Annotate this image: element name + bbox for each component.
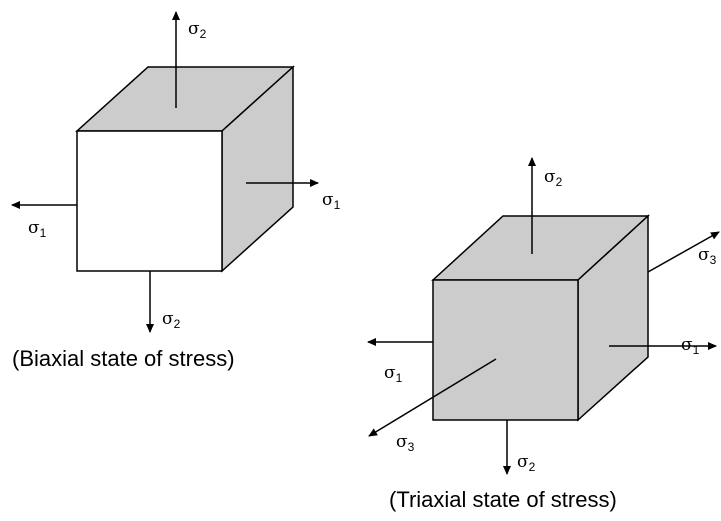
biaxial-sigma1-left-label: σ1 — [28, 218, 47, 240]
triaxial-sigma3-lower-left-arrow — [368, 358, 497, 437]
biaxial-sigma1-right-label: σ1 — [322, 190, 341, 212]
triaxial-sigma2-bottom-label: σ2 — [517, 452, 536, 474]
biaxial-sigma2-bottom-label: σ2 — [162, 309, 181, 331]
triaxial-cube-front-face — [432, 279, 579, 421]
biaxial-cube — [75, 65, 295, 273]
biaxial-sigma2-top-label: σ2 — [188, 19, 207, 41]
triaxial-caption: (Triaxial state of stress) — [389, 487, 617, 512]
triaxial-labels: σ2 σ3 σ1 σ1 σ3 σ2 — [384, 167, 717, 474]
biaxial-labels: σ2 σ1 σ1 σ2 — [28, 19, 341, 331]
biaxial-caption: (Biaxial state of stress) — [12, 346, 235, 371]
biaxial-arrows — [11, 11, 319, 333]
triaxial-cube — [431, 214, 650, 422]
triaxial-sigma2-top-label: σ2 — [544, 167, 563, 189]
triaxial-sigma1-left-label: σ1 — [384, 363, 403, 385]
biaxial-cube-front-face — [76, 130, 223, 272]
triaxial-sigma1-right-label: σ1 — [681, 335, 700, 357]
triaxial-sigma3-lower-left-label: σ3 — [396, 432, 415, 454]
triaxial-arrows — [367, 157, 720, 475]
triaxial-sigma3-upper-right-arrow — [647, 231, 720, 273]
triaxial-sigma3-upper-right-label: σ3 — [698, 245, 717, 267]
